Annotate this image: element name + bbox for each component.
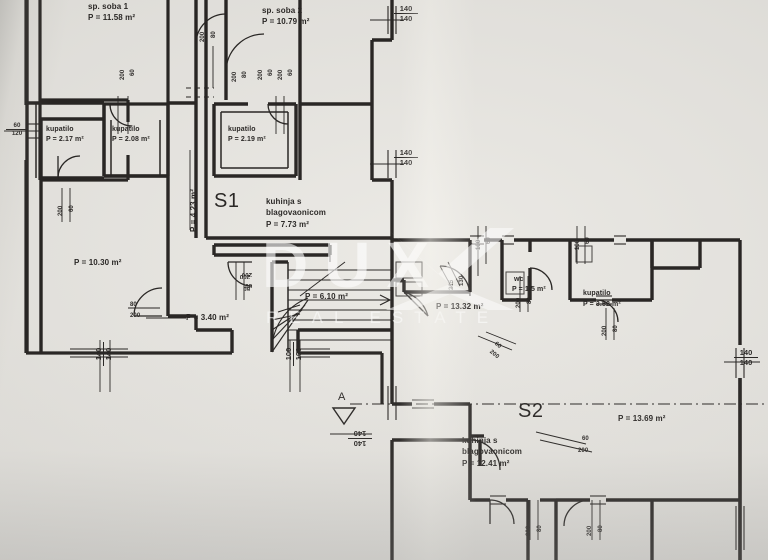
dimension-section-window: 140 140 bbox=[348, 429, 372, 448]
room-label-kupatilo2-name: kupatilo bbox=[112, 126, 140, 133]
door-dim-5-height: 200 bbox=[58, 205, 64, 216]
structural-walls bbox=[24, 0, 384, 404]
watermark-x-icon bbox=[386, 228, 514, 310]
door-dim-13-width: 80 bbox=[598, 525, 604, 532]
door-dim-3-width: 60 bbox=[268, 69, 274, 76]
dimension-right-far-window: 140 140 bbox=[734, 348, 758, 367]
room-label-soba2-name: sp. soba 2 bbox=[262, 6, 303, 15]
door-dim-8-width: 80 bbox=[527, 297, 533, 304]
unit-label-s1: S1 bbox=[214, 190, 240, 212]
door-dim-0-height: 200 bbox=[200, 31, 206, 42]
room-label-soba1-area: P = 11.58 m² bbox=[88, 13, 136, 22]
door-dim-7-height: 200 bbox=[130, 313, 141, 319]
dimension-kitchen-window2-a: 100 bbox=[575, 239, 581, 250]
door-dim-1-width: 80 bbox=[242, 71, 248, 78]
room-label-area-610: P = 6.10 m² bbox=[305, 292, 348, 301]
section-marker-a bbox=[331, 407, 357, 426]
door-dim-1-height: 200 bbox=[232, 71, 238, 82]
room-label-kuhinja1-line1: kuhinja s bbox=[266, 197, 302, 206]
room-label-kuhinja1-line2: blagovaonicom bbox=[266, 208, 326, 217]
room-label-kupatilo3-area: P = 2.19 m² bbox=[228, 136, 266, 143]
door-dim-4-height: 200 bbox=[278, 69, 284, 80]
door-dim-4-width: 60 bbox=[288, 69, 294, 76]
room-label-kupatilo3-name: kupatilo bbox=[228, 126, 256, 133]
door-dim-7-width: 80 bbox=[130, 302, 137, 308]
door-dim-5-width: 60 bbox=[69, 205, 75, 212]
door-dim-11-height: 200 bbox=[578, 448, 589, 454]
room-label-area-340: P = 3.40 m² bbox=[186, 313, 229, 322]
door-dim-14-height: 200 bbox=[241, 271, 252, 277]
door-dim-11-width: 60 bbox=[582, 436, 589, 442]
room-label-kupatilo2-area: P = 2.08 m² bbox=[112, 136, 150, 143]
room-label-area-1369: P = 13.69 m² bbox=[618, 414, 666, 423]
section-marker-label: A bbox=[338, 391, 346, 403]
room-label-kuhinja1-area: P = 7.73 m² bbox=[266, 220, 309, 229]
door-dim-14-width: 80 bbox=[245, 282, 252, 288]
dimension-right-mid-window: 140 140 bbox=[394, 148, 418, 167]
alignment-dashes bbox=[186, 87, 214, 98]
dimension-right-top-window: 140 140 bbox=[394, 4, 418, 23]
dimension-kitchen-window2-b: 60 bbox=[585, 237, 591, 244]
door-dim-12-height: 200 bbox=[526, 525, 532, 536]
door-dim-3-height: 200 bbox=[258, 69, 264, 80]
door-dim-12-width: 80 bbox=[537, 525, 543, 532]
door-dim-9-height: 200 bbox=[602, 325, 608, 336]
dimension-bottom-left-window: 140 140 bbox=[94, 342, 113, 366]
room-label-kupatilo1-name: kupatilo bbox=[46, 126, 74, 133]
room-label-area-1030: P = 10.30 m² bbox=[74, 258, 122, 267]
door-dim-2-height: 200 bbox=[120, 69, 126, 80]
door-dim-13-height: 200 bbox=[587, 525, 593, 536]
room-label-soba2-area: P = 10.79 m² bbox=[262, 17, 310, 26]
unit-label-s2: S2 bbox=[518, 400, 544, 422]
dimension-stair-window: 100 100 bbox=[284, 342, 303, 366]
dimension-left-door: 60 120 bbox=[6, 122, 28, 138]
door-dim-9-width: 80 bbox=[613, 325, 619, 332]
room-label-kupatilo1-area: P = 2.17 m² bbox=[46, 136, 84, 143]
room-label-soba1-name: sp. soba 1 bbox=[88, 2, 129, 11]
door-dim-0-width: 80 bbox=[211, 31, 217, 38]
room-label-kuhinja2-line2: blagovaonicom bbox=[462, 447, 522, 456]
room-label-kuhinja2-line1: kuhinja s bbox=[462, 436, 498, 445]
room-label-kupatilo4-name: kupatilo bbox=[583, 290, 611, 297]
room-label-vertical-423: P = 4.23 m² bbox=[189, 189, 198, 232]
door-dim-2-width: 60 bbox=[130, 69, 136, 76]
room-label-kupatilo4-area: P = 3.52 m² bbox=[583, 301, 621, 308]
room-label-kuhinja2-area: P = 12.41 m² bbox=[462, 459, 510, 468]
